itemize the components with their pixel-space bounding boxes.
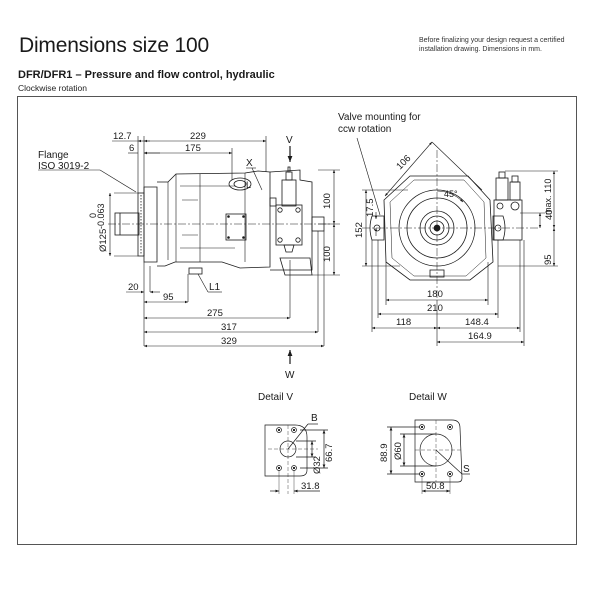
detail-v-title: Detail V — [258, 392, 293, 403]
dim-diameter-60: Ø60 — [393, 442, 404, 460]
detail-w-title: Detail W — [409, 392, 447, 403]
port-l1-label: L1 — [209, 282, 221, 293]
dim-31-8: 31.8 — [301, 481, 320, 492]
valve-mounting-note-2: ccw rotation — [338, 124, 391, 135]
port-l-label: L — [246, 180, 251, 190]
valve-mounting-note-1: Valve mounting for — [338, 112, 421, 123]
mounting-ear-left — [369, 215, 385, 241]
dim-88-9: 88.9 — [379, 444, 390, 463]
dim-275: 275 — [207, 308, 223, 319]
rotation-label: Clockwise rotation — [18, 83, 87, 93]
rear-cover — [269, 169, 313, 271]
tolerance-upper: 0 — [88, 213, 98, 218]
detail-w-flange — [414, 419, 463, 483]
side-view-dimensions — [38, 136, 340, 364]
port-l1 — [188, 267, 203, 275]
dim-angle-45: 45° — [444, 189, 458, 199]
dim-175: 175 — [185, 143, 201, 154]
dim-diameter-32: Ø32 — [312, 456, 323, 474]
note-line-2: installation drawing. Dimensions in mm. — [419, 46, 542, 53]
dim-210: 210 — [427, 303, 443, 314]
detail-v — [264, 423, 328, 494]
dim-17-5: 17.5 — [365, 199, 376, 218]
dim-100-bottom: 100 — [322, 246, 333, 262]
dim-106: 106 — [394, 153, 413, 172]
dim-118: 118 — [396, 317, 411, 328]
pump-housing — [167, 173, 246, 262]
dim-229: 229 — [190, 131, 206, 142]
dim-152: 152 — [354, 222, 365, 238]
detail-v-flange — [264, 424, 308, 477]
view-v-label: V — [286, 135, 293, 146]
dim-6: 6 — [129, 143, 134, 154]
view-w-label: W — [285, 370, 295, 381]
port-x-label: X — [246, 158, 253, 169]
port-b-label: B — [311, 413, 318, 424]
dim-20: 20 — [128, 282, 139, 293]
flange-label: Flange — [38, 150, 69, 161]
note-line-1: Before finalizing your design request a … — [419, 37, 565, 44]
flange-standard-label: ISO 3019-2 — [38, 161, 90, 172]
front-view-dimensions — [356, 137, 558, 346]
flange-collar — [143, 186, 158, 263]
dim-max-110: max. 110 — [543, 179, 553, 215]
detail-w — [387, 419, 470, 494]
control-type-heading: DFR/DFR1 – Pressure and flow control, hy… — [18, 69, 275, 81]
dim-329: 329 — [221, 336, 237, 347]
port-s-label: S — [463, 464, 470, 475]
dim-164-9: 164.9 — [468, 331, 492, 342]
drawing-frame — [17, 96, 577, 545]
dim-50-8: 50.8 — [426, 481, 445, 492]
dim-66-7: 66.7 — [324, 444, 335, 463]
dim-148-4: 148.4 — [465, 317, 489, 328]
port-l — [228, 177, 252, 191]
front-view — [362, 150, 540, 300]
dim-40: 40 — [544, 209, 555, 220]
dim-95: 95 — [163, 292, 174, 303]
dim-12-7: 12.7 — [113, 131, 132, 142]
dim-100-top: 100 — [322, 193, 333, 209]
side-view — [108, 166, 332, 276]
dim-180: 180 — [427, 289, 443, 300]
cover-plate — [225, 213, 247, 241]
tolerance-lower: -0.063 — [96, 203, 106, 229]
dim-95-front: 95 — [543, 254, 554, 265]
certified-drawing-note: Before finalizing your design request a … — [419, 36, 589, 54]
front-control-valve — [493, 171, 523, 241]
control-valve — [269, 166, 303, 253]
page-title: Dimensions size 100 — [19, 34, 209, 57]
dim-diameter-125: Ø125 — [98, 229, 109, 252]
dim-317: 317 — [221, 322, 237, 333]
